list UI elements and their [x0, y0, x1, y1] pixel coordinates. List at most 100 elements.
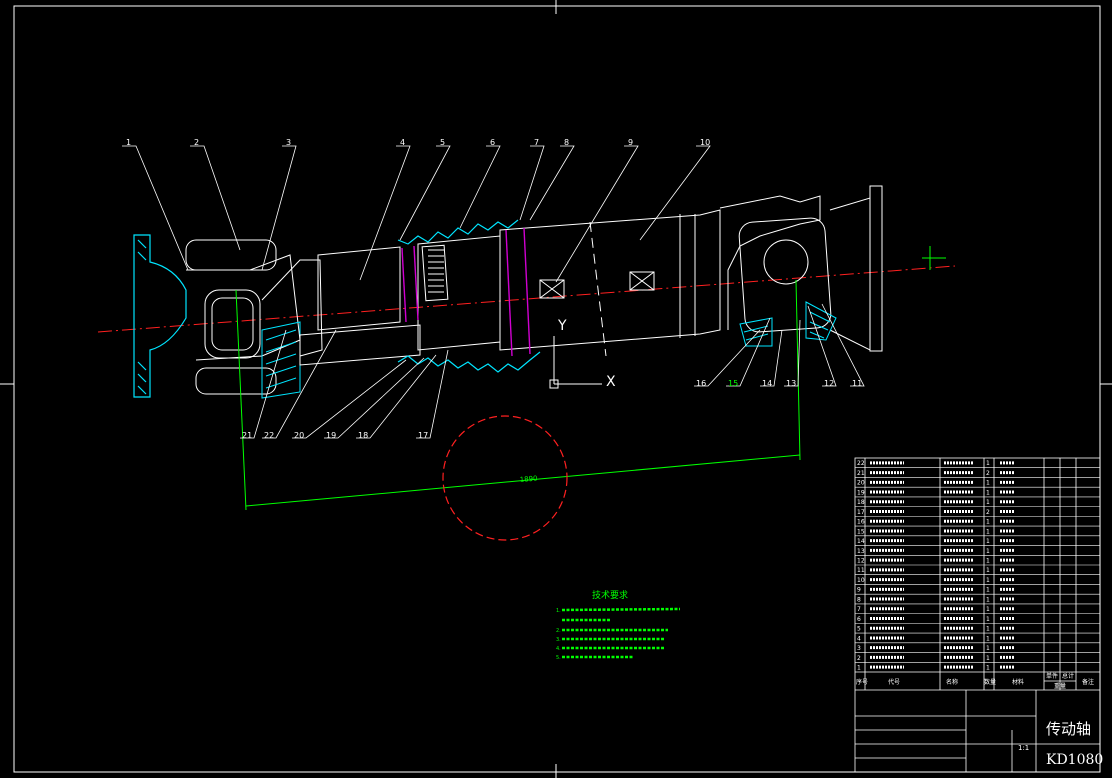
bom-row-number: 4 — [857, 635, 861, 642]
callout-18: 18 — [358, 431, 368, 440]
bom-row-number: 11 — [857, 567, 865, 574]
tech-line-5: 5. — [556, 655, 561, 661]
bom-row-qty: 1 — [986, 489, 990, 496]
bom-row-qty: 1 — [986, 655, 990, 662]
callout-10: 10 — [700, 138, 710, 147]
bom-row-number: 7 — [857, 606, 861, 613]
bom-header: 序号 代号 名称 数量 材料 单件 总计 重量 备注 — [856, 672, 1094, 690]
tech-line-4: 4. — [556, 646, 561, 652]
right-universal-joint — [719, 185, 883, 352]
drawing-scale: 1:1 — [1018, 744, 1029, 752]
bom-row-qty: 1 — [986, 519, 990, 526]
callout-3: 3 — [286, 138, 291, 147]
detail-circle — [442, 415, 568, 541]
bom-row-number: 19 — [857, 489, 865, 496]
bom-row-qty: 1 — [986, 587, 990, 594]
bom-row-number: 18 — [857, 499, 865, 506]
bom-header-weight: 重量 — [1054, 682, 1066, 690]
callout-8: 8 — [564, 138, 569, 147]
bom-row-qty: 1 — [986, 548, 990, 555]
drawing-title: 传动轴 — [1046, 720, 1091, 738]
bom-row-number: 20 — [857, 480, 865, 487]
callout-16: 16 — [696, 379, 706, 388]
bom-row-qty: 1 — [986, 616, 990, 623]
bom-header-qty: 数量 — [984, 678, 996, 686]
bom-row-number: 17 — [857, 509, 865, 516]
left-flange — [133, 234, 187, 398]
bearing-marks — [539, 271, 655, 299]
tech-line-1: 1. — [556, 608, 561, 614]
tech-heading: 技术要求 — [592, 589, 628, 601]
callout-17: 17 — [418, 431, 428, 440]
callout-12: 12 — [824, 379, 834, 388]
leader-lines-top — [122, 145, 711, 283]
bom-row-qty: 1 — [986, 665, 990, 672]
leader-lines-bottom — [240, 303, 865, 439]
callout-5: 5 — [440, 138, 445, 147]
tech-requirements: 技术要求 1. 2. 3. 4. 5. — [556, 589, 628, 661]
dimension-label: 1890 — [519, 474, 537, 484]
bom-header-remark: 备注 — [1082, 678, 1094, 686]
left-hatch — [261, 321, 301, 399]
bom-row-number: 14 — [857, 538, 865, 545]
bom-row-number: 3 — [857, 645, 861, 652]
bom-row-qty: 1 — [986, 480, 990, 487]
callout-9: 9 — [628, 138, 633, 147]
bom-row-number: 5 — [857, 626, 861, 633]
callout-19: 19 — [326, 431, 336, 440]
callout-20: 20 — [294, 431, 304, 440]
bom-row-qty: 2 — [986, 470, 990, 477]
bom-row-qty: 1 — [986, 558, 990, 565]
bom-header-code: 代号 — [888, 678, 900, 686]
bellows — [397, 219, 541, 373]
callout-1: 1 — [126, 138, 131, 147]
bom-row-qty: 1 — [986, 567, 990, 574]
bom-row-number: 16 — [857, 519, 865, 526]
callout-15: 15 — [728, 379, 738, 388]
bom-header-material: 材料 — [1012, 678, 1024, 686]
ucs-icon — [549, 336, 602, 389]
callout-13: 13 — [786, 379, 796, 388]
seal-rings — [401, 227, 531, 357]
bom-row-number: 13 — [857, 548, 865, 555]
bom-row-qty: 1 — [986, 499, 990, 506]
bom-row-qty: 2 — [986, 509, 990, 516]
callout-4: 4 — [400, 138, 405, 147]
bom-header-name: 名称 — [946, 678, 958, 686]
callout-6: 6 — [490, 138, 495, 147]
bom-row-qty: 1 — [986, 626, 990, 633]
bom-row-qty: 1 — [986, 538, 990, 545]
callout-22: 22 — [264, 431, 274, 440]
dimension-lines — [235, 246, 946, 511]
bom-row-number: 8 — [857, 596, 861, 603]
bom-row-number: 21 — [857, 470, 865, 477]
shaft-body — [299, 209, 721, 366]
bom-row-qty: 1 — [986, 577, 990, 584]
bom-header-total: 总计 — [1062, 672, 1074, 680]
callouts: 1 2 3 4 5 6 7 8 9 10 21 22 20 19 18 17 1… — [126, 138, 862, 440]
bom-row-qty: 1 — [986, 596, 990, 603]
bom-row-qty: 1 — [986, 460, 990, 467]
callout-21: 21 — [242, 431, 252, 440]
callout-2: 2 — [194, 138, 199, 147]
bom-row-number: 6 — [857, 616, 861, 623]
bom-row-number: 22 — [857, 460, 865, 467]
bom-header-no: 序号 — [856, 678, 868, 686]
tech-text-blur — [561, 607, 681, 659]
bom-row-qty: 1 — [986, 528, 990, 535]
tech-line-3: 3. — [556, 637, 561, 643]
bom-row-qty: 1 — [986, 606, 990, 613]
bom-row-number: 1 — [857, 665, 861, 672]
ucs-x-label: X — [606, 374, 616, 390]
bom-row-number: 9 — [857, 587, 861, 594]
bom-row-number: 15 — [857, 528, 865, 535]
right-hatch — [739, 301, 837, 347]
left-universal-joint — [185, 239, 323, 395]
bom-row-number: 2 — [857, 655, 861, 662]
bom-row-number: 12 — [857, 558, 865, 565]
bom-row-number: 10 — [857, 577, 865, 584]
callout-7: 7 — [534, 138, 539, 147]
